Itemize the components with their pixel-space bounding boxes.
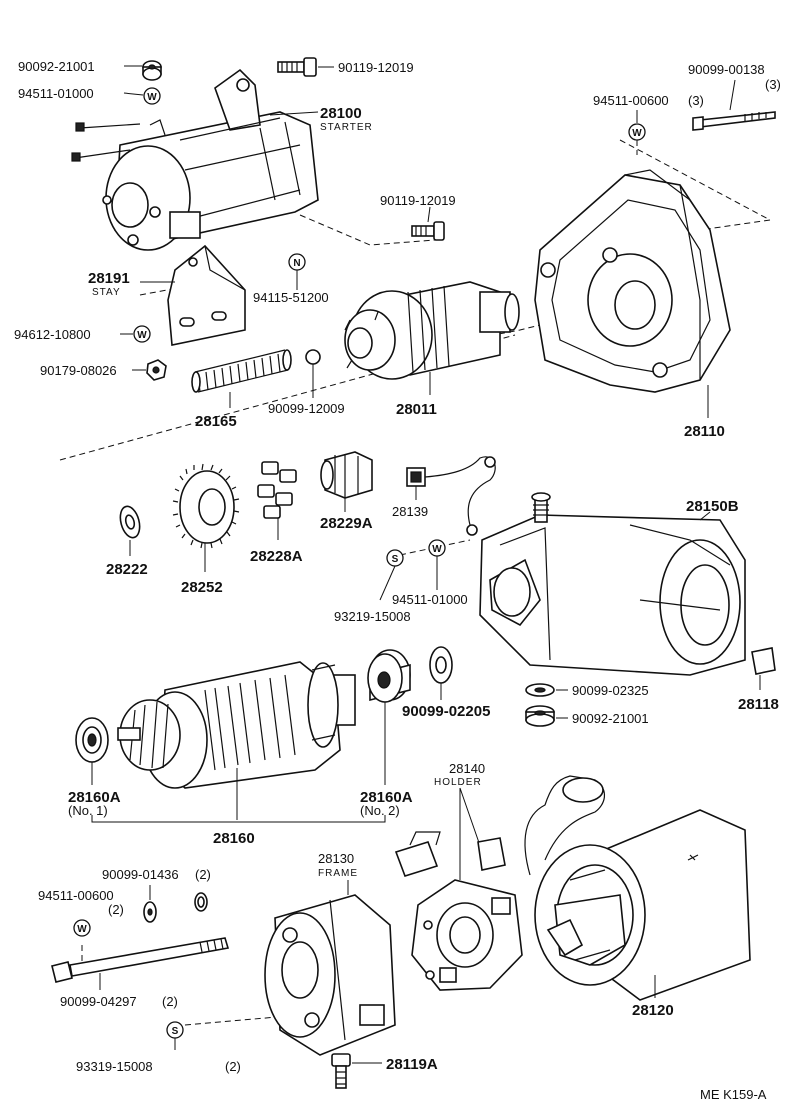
washer-marker-94511-01000-top: W bbox=[143, 87, 161, 105]
svg-text:W: W bbox=[147, 92, 157, 103]
magnetic-switch-28150B bbox=[479, 492, 746, 676]
diagram-reference-code: ME K159-A bbox=[700, 1087, 767, 1102]
stay-bracket bbox=[167, 244, 246, 346]
label-90099-02205: 90099-02205 bbox=[402, 703, 490, 720]
through-bolt-90099-04297 bbox=[51, 937, 230, 983]
label-94511-00600-top: 94511-00600 bbox=[593, 93, 669, 108]
label-28150B: 28150B bbox=[686, 498, 739, 515]
label-28011: 28011 bbox=[396, 401, 437, 418]
bolt-90099-00138 bbox=[692, 111, 776, 131]
label-28130-sub: FRAME bbox=[318, 868, 358, 879]
label-28140: 28140 bbox=[449, 761, 485, 776]
label-90099-12009: 90099-12009 bbox=[268, 401, 345, 416]
rollers-28228A bbox=[257, 461, 297, 519]
svg-text:N: N bbox=[293, 258, 300, 269]
label-90099-01436: 90099-01436 bbox=[102, 867, 179, 882]
label-90099-02325: 90099-02325 bbox=[572, 683, 649, 698]
cap-28118 bbox=[751, 647, 776, 675]
nut-marker-94115-51200: N bbox=[288, 253, 306, 271]
label-28119A: 28119A bbox=[386, 1056, 438, 1073]
label-94612-10800: 94612-10800 bbox=[14, 327, 91, 342]
field-yoke-icon bbox=[524, 775, 751, 1001]
svg-text:W: W bbox=[77, 924, 87, 935]
gear-28252 bbox=[172, 463, 240, 549]
springs-28229A bbox=[320, 451, 373, 499]
label-28120: 28120 bbox=[632, 1002, 674, 1019]
label-28160A-no1: 28160A bbox=[68, 789, 121, 806]
label-90099-00138: 90099-00138 bbox=[688, 62, 765, 77]
label-28110: 28110 bbox=[684, 423, 725, 440]
label-90092-21001-top: 90092-21001 bbox=[18, 59, 95, 74]
label-28100: 28100 bbox=[320, 105, 362, 122]
label-94511-00600-top-qty: (3) bbox=[688, 93, 704, 108]
nut-90092-21001-top bbox=[142, 60, 162, 81]
brush-holder-28140 bbox=[394, 831, 523, 991]
label-94511-00600-bot-qty: (2) bbox=[108, 902, 124, 917]
bolt-28119A bbox=[331, 1053, 351, 1089]
label-28118: 28118 bbox=[738, 696, 779, 713]
label-28160A-no2-sub: (No. 2) bbox=[360, 803, 400, 818]
label-90119-12019-mid: 90119-12019 bbox=[380, 193, 456, 208]
label-90119-12019-top: 90119-12019 bbox=[338, 60, 414, 75]
clutch-28011 bbox=[344, 281, 520, 380]
screw-marker-93319-15008: S bbox=[166, 1021, 184, 1039]
label-90099-00138-qty: (3) bbox=[765, 77, 781, 92]
label-90092-21001-mid: 90092-21001 bbox=[572, 711, 649, 726]
label-28191: 28191 bbox=[88, 270, 130, 287]
lead-wire-28139 bbox=[406, 456, 496, 536]
label-93319-15008-qty: (2) bbox=[225, 1059, 241, 1074]
starter-motor-icon bbox=[71, 68, 319, 251]
spring-28165 bbox=[191, 349, 292, 393]
label-28100-sub: STARTER bbox=[320, 122, 373, 133]
label-94511-01000-mid: 94511-01000 bbox=[392, 592, 468, 607]
label-28160A-no2: 28160A bbox=[360, 789, 413, 806]
label-28229A: 28229A bbox=[320, 515, 373, 532]
armature-icon bbox=[117, 661, 356, 789]
washer-90099-02325 bbox=[525, 683, 555, 697]
svg-text:W: W bbox=[432, 544, 442, 555]
washer-marker-94511-00600-bot: W bbox=[73, 919, 91, 937]
ball-90099-12009 bbox=[305, 349, 321, 365]
label-28165: 28165 bbox=[195, 413, 237, 430]
label-28252: 28252 bbox=[181, 579, 223, 596]
nut-90179-08026 bbox=[146, 359, 167, 381]
washer-marker-94511-01000-mid: W bbox=[428, 539, 446, 557]
label-28160: 28160 bbox=[213, 830, 255, 847]
label-28130: 28130 bbox=[318, 851, 354, 866]
svg-text:S: S bbox=[392, 554, 399, 565]
label-94115-51200: 94115-51200 bbox=[253, 290, 329, 305]
washer-marker-94511-00600-top: W bbox=[628, 123, 646, 141]
label-94511-00600-bot: 94511-00600 bbox=[38, 888, 114, 903]
label-90099-04297: 90099-04297 bbox=[60, 994, 137, 1009]
svg-text:S: S bbox=[172, 1026, 179, 1037]
label-28222: 28222 bbox=[106, 561, 148, 578]
label-28191-sub: STAY bbox=[92, 287, 121, 298]
label-93219-15008: 93219-15008 bbox=[334, 609, 411, 624]
bolt-90119-12019-top bbox=[277, 57, 317, 77]
drive-housing-icon bbox=[534, 169, 731, 393]
label-28228A: 28228A bbox=[250, 548, 303, 565]
washer-marker-94612-10800: W bbox=[133, 325, 151, 343]
bearing-28160A-no1 bbox=[75, 717, 109, 763]
label-28160A-no1-sub: (No. 1) bbox=[68, 803, 108, 818]
label-93319-15008: 93319-15008 bbox=[76, 1059, 153, 1074]
label-28140-sub: HOLDER bbox=[434, 777, 482, 788]
grommets-90099-01436 bbox=[143, 892, 208, 923]
commutator-frame-28130 bbox=[264, 894, 396, 1056]
label-90099-01436-qty: (2) bbox=[195, 867, 211, 882]
screw-marker-93219-15008: S bbox=[386, 549, 404, 567]
label-94511-01000-top: 94511-01000 bbox=[18, 86, 94, 101]
label-90179-08026: 90179-08026 bbox=[40, 363, 117, 378]
bolt-90119-12019-mid bbox=[411, 221, 445, 241]
label-90099-04297-qty: (2) bbox=[162, 994, 178, 1009]
washer-90099-02205 bbox=[429, 646, 453, 684]
label-28139: 28139 bbox=[392, 504, 428, 519]
svg-text:W: W bbox=[137, 330, 147, 341]
nut-90092-21001-mid bbox=[525, 705, 555, 727]
svg-text:W: W bbox=[632, 128, 642, 139]
washer-28222 bbox=[119, 505, 141, 539]
bearing-28160A-no2 bbox=[367, 649, 411, 703]
